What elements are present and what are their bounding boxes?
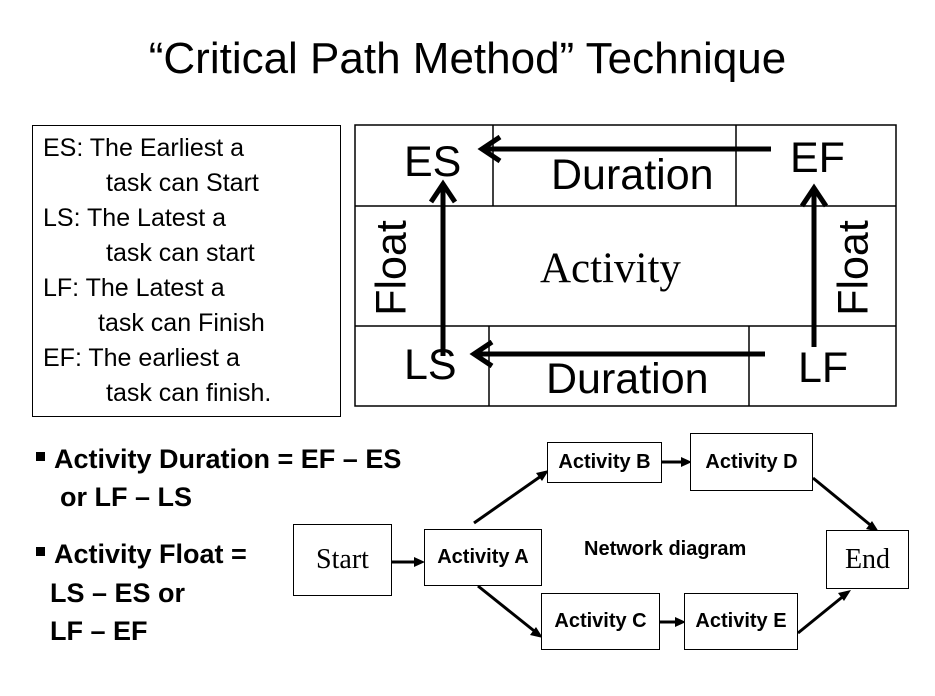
arrowhead — [838, 590, 851, 601]
arrowhead — [675, 617, 686, 627]
bullet-icon — [36, 452, 45, 462]
legend-box: ES: The Earliest a task can Start LS: Th… — [32, 125, 341, 417]
network-activity-d: Activity D — [690, 433, 813, 491]
legend-ef-line2: task can finish. — [106, 379, 272, 407]
float-formula-line1: Activity Float = — [36, 539, 247, 570]
network-diagram-label: Network diagram — [584, 538, 747, 560]
legend-lf-line2: task can Finish — [98, 309, 265, 337]
float-formula-line3: LF – EF — [50, 616, 148, 646]
legend-ls-line2: task can start — [106, 239, 255, 267]
arrowhead — [866, 521, 879, 532]
duration-bottom-label: Duration — [546, 355, 709, 403]
network-activity-e: Activity E — [684, 593, 798, 650]
network-activity-b: Activity B — [547, 442, 662, 483]
duration-formula-line2: or LF – LS — [60, 482, 193, 512]
arrowhead — [469, 339, 494, 369]
legend-lf-line1: LF: The Latest a — [43, 274, 225, 302]
edge-a-b — [473, 472, 545, 525]
arrowhead — [799, 183, 829, 208]
arrowhead — [681, 457, 692, 467]
network-activity-c: Activity C — [541, 593, 660, 650]
ls-label: LS — [404, 341, 457, 389]
network-activity-a: Activity A — [424, 529, 542, 586]
es-label: ES — [404, 138, 462, 186]
arrowhead — [530, 627, 543, 638]
float-formula-line2: LS – ES or — [50, 578, 186, 608]
legend-ef-line1: EF: The earliest a — [43, 344, 240, 372]
ef-label: EF — [790, 134, 845, 182]
float-right-label: Float — [829, 220, 878, 316]
arrowhead — [414, 557, 425, 567]
network-end-node: End — [826, 530, 909, 589]
arrowhead — [536, 470, 549, 481]
lf-label: LF — [798, 344, 849, 392]
legend-es-line2: task can Start — [106, 169, 259, 197]
duration-top-label: Duration — [551, 151, 714, 199]
network-start-node: Start — [293, 524, 392, 596]
slide-title: “Critical Path Method” Technique — [148, 34, 787, 83]
activity-label: Activity — [540, 245, 681, 292]
float-left-label: Float — [367, 220, 416, 316]
node-frame — [354, 124, 897, 407]
bullet-icon — [36, 547, 45, 557]
arrowhead — [477, 134, 502, 164]
arrowhead — [428, 179, 458, 204]
legend-ls-line1: LS: The Latest a — [43, 204, 226, 232]
legend-es-line1: ES: The Earliest a — [43, 134, 245, 162]
edge-e-end — [797, 592, 847, 635]
duration-formula-line1: Activity Duration = EF – ES — [36, 444, 401, 475]
edge-a-c — [477, 584, 539, 636]
edge-d-end — [812, 476, 875, 530]
